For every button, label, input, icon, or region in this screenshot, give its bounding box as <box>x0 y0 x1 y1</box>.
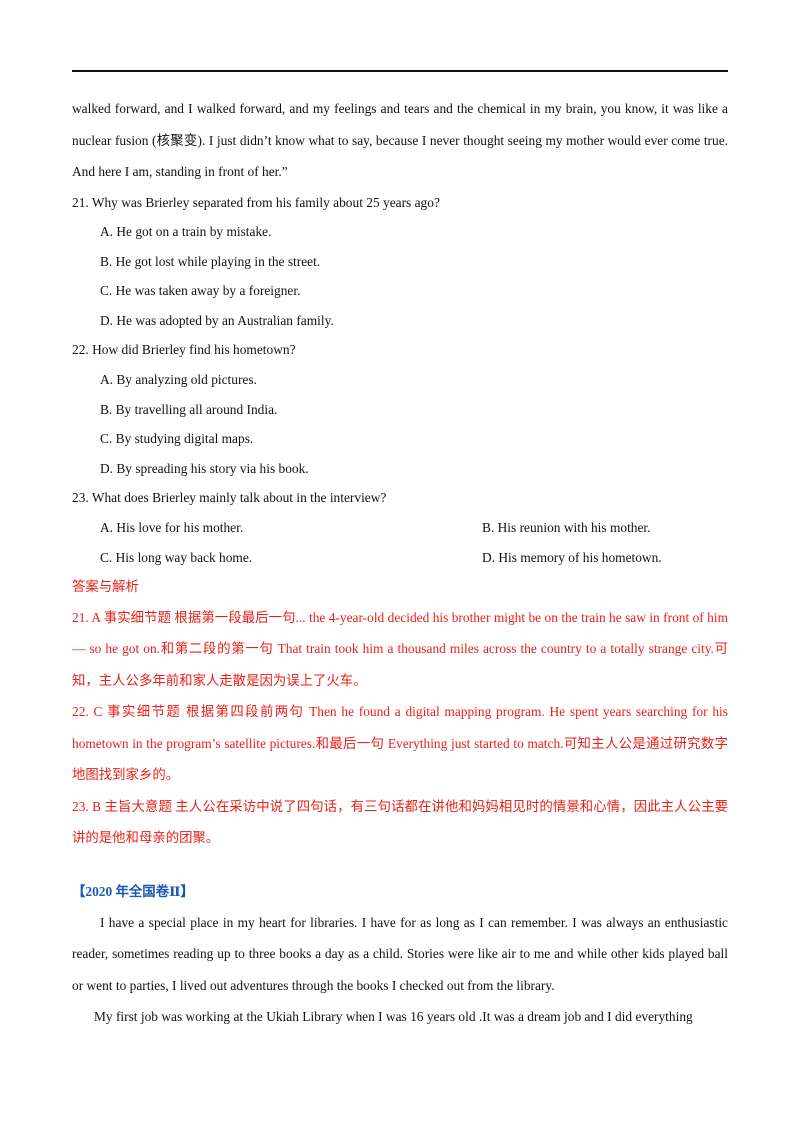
option-d: D. He was adopted by an Australian famil… <box>100 312 334 328</box>
option-a: A. By analyzing old pictures. <box>100 372 257 388</box>
header-rule <box>72 70 728 72</box>
option-d: D. His memory of his hometown. <box>482 549 662 565</box>
option-c: C. By studying digital maps. <box>100 431 254 447</box>
answer-23: 23. B 主旨大意题 主人公在采访中说了四句话，有三句话都在讲他和妈妈相见时的… <box>72 798 728 846</box>
document-page: walked forward, and I walked forward, an… <box>72 93 728 1033</box>
option-c: C. His long way back home. <box>100 549 253 565</box>
option-row-ab: A. His love for his mother. B. His reuni… <box>72 513 728 543</box>
answer-21: 21. A 事实细节题 根据第一段最后一句... the 4-year-old … <box>72 609 728 688</box>
question-stem: 21. Why was Brierley separated from his … <box>72 194 440 210</box>
option-row-cd: C. His long way back home. D. His memory… <box>72 543 728 573</box>
section-title: 【2020 年全国卷Ⅱ】 <box>72 883 194 899</box>
option-c: C. He was taken away by a foreigner. <box>100 283 301 299</box>
question-21: 21. Why was Brierley separated from his … <box>72 188 728 336</box>
option-a: A. He got on a train by mistake. <box>100 224 272 240</box>
question-stem: 23. What does Brierley mainly talk about… <box>72 490 387 506</box>
passage-paragraph-2: My first job was working at the Ukiah Li… <box>94 1009 693 1025</box>
answer-section: 答案与解析 21. A 事实细节题 根据第一段最后一句... the 4-yea… <box>72 572 728 854</box>
question-22: 22. How did Brierley find his hometown? … <box>72 335 728 483</box>
answer-22: 22. C 事实细节题 根据第四段前两句 Then he found a dig… <box>72 704 728 783</box>
question-23: 23. What does Brierley mainly talk about… <box>72 483 728 572</box>
passage-paragraph-1: I have a special place in my heart for l… <box>72 914 728 993</box>
option-b: B. He got lost while playing in the stre… <box>100 253 321 269</box>
passage-continuation: walked forward, and I walked forward, an… <box>72 101 728 179</box>
answer-heading: 答案与解析 <box>72 579 139 595</box>
question-stem: 22. How did Brierley find his hometown? <box>72 342 296 358</box>
option-b: B. By travelling all around India. <box>100 401 278 417</box>
option-d: D. By spreading his story via his book. <box>100 460 309 476</box>
option-b: B. His reunion with his mother. <box>482 520 651 536</box>
option-a: A. His love for his mother. <box>100 520 244 536</box>
